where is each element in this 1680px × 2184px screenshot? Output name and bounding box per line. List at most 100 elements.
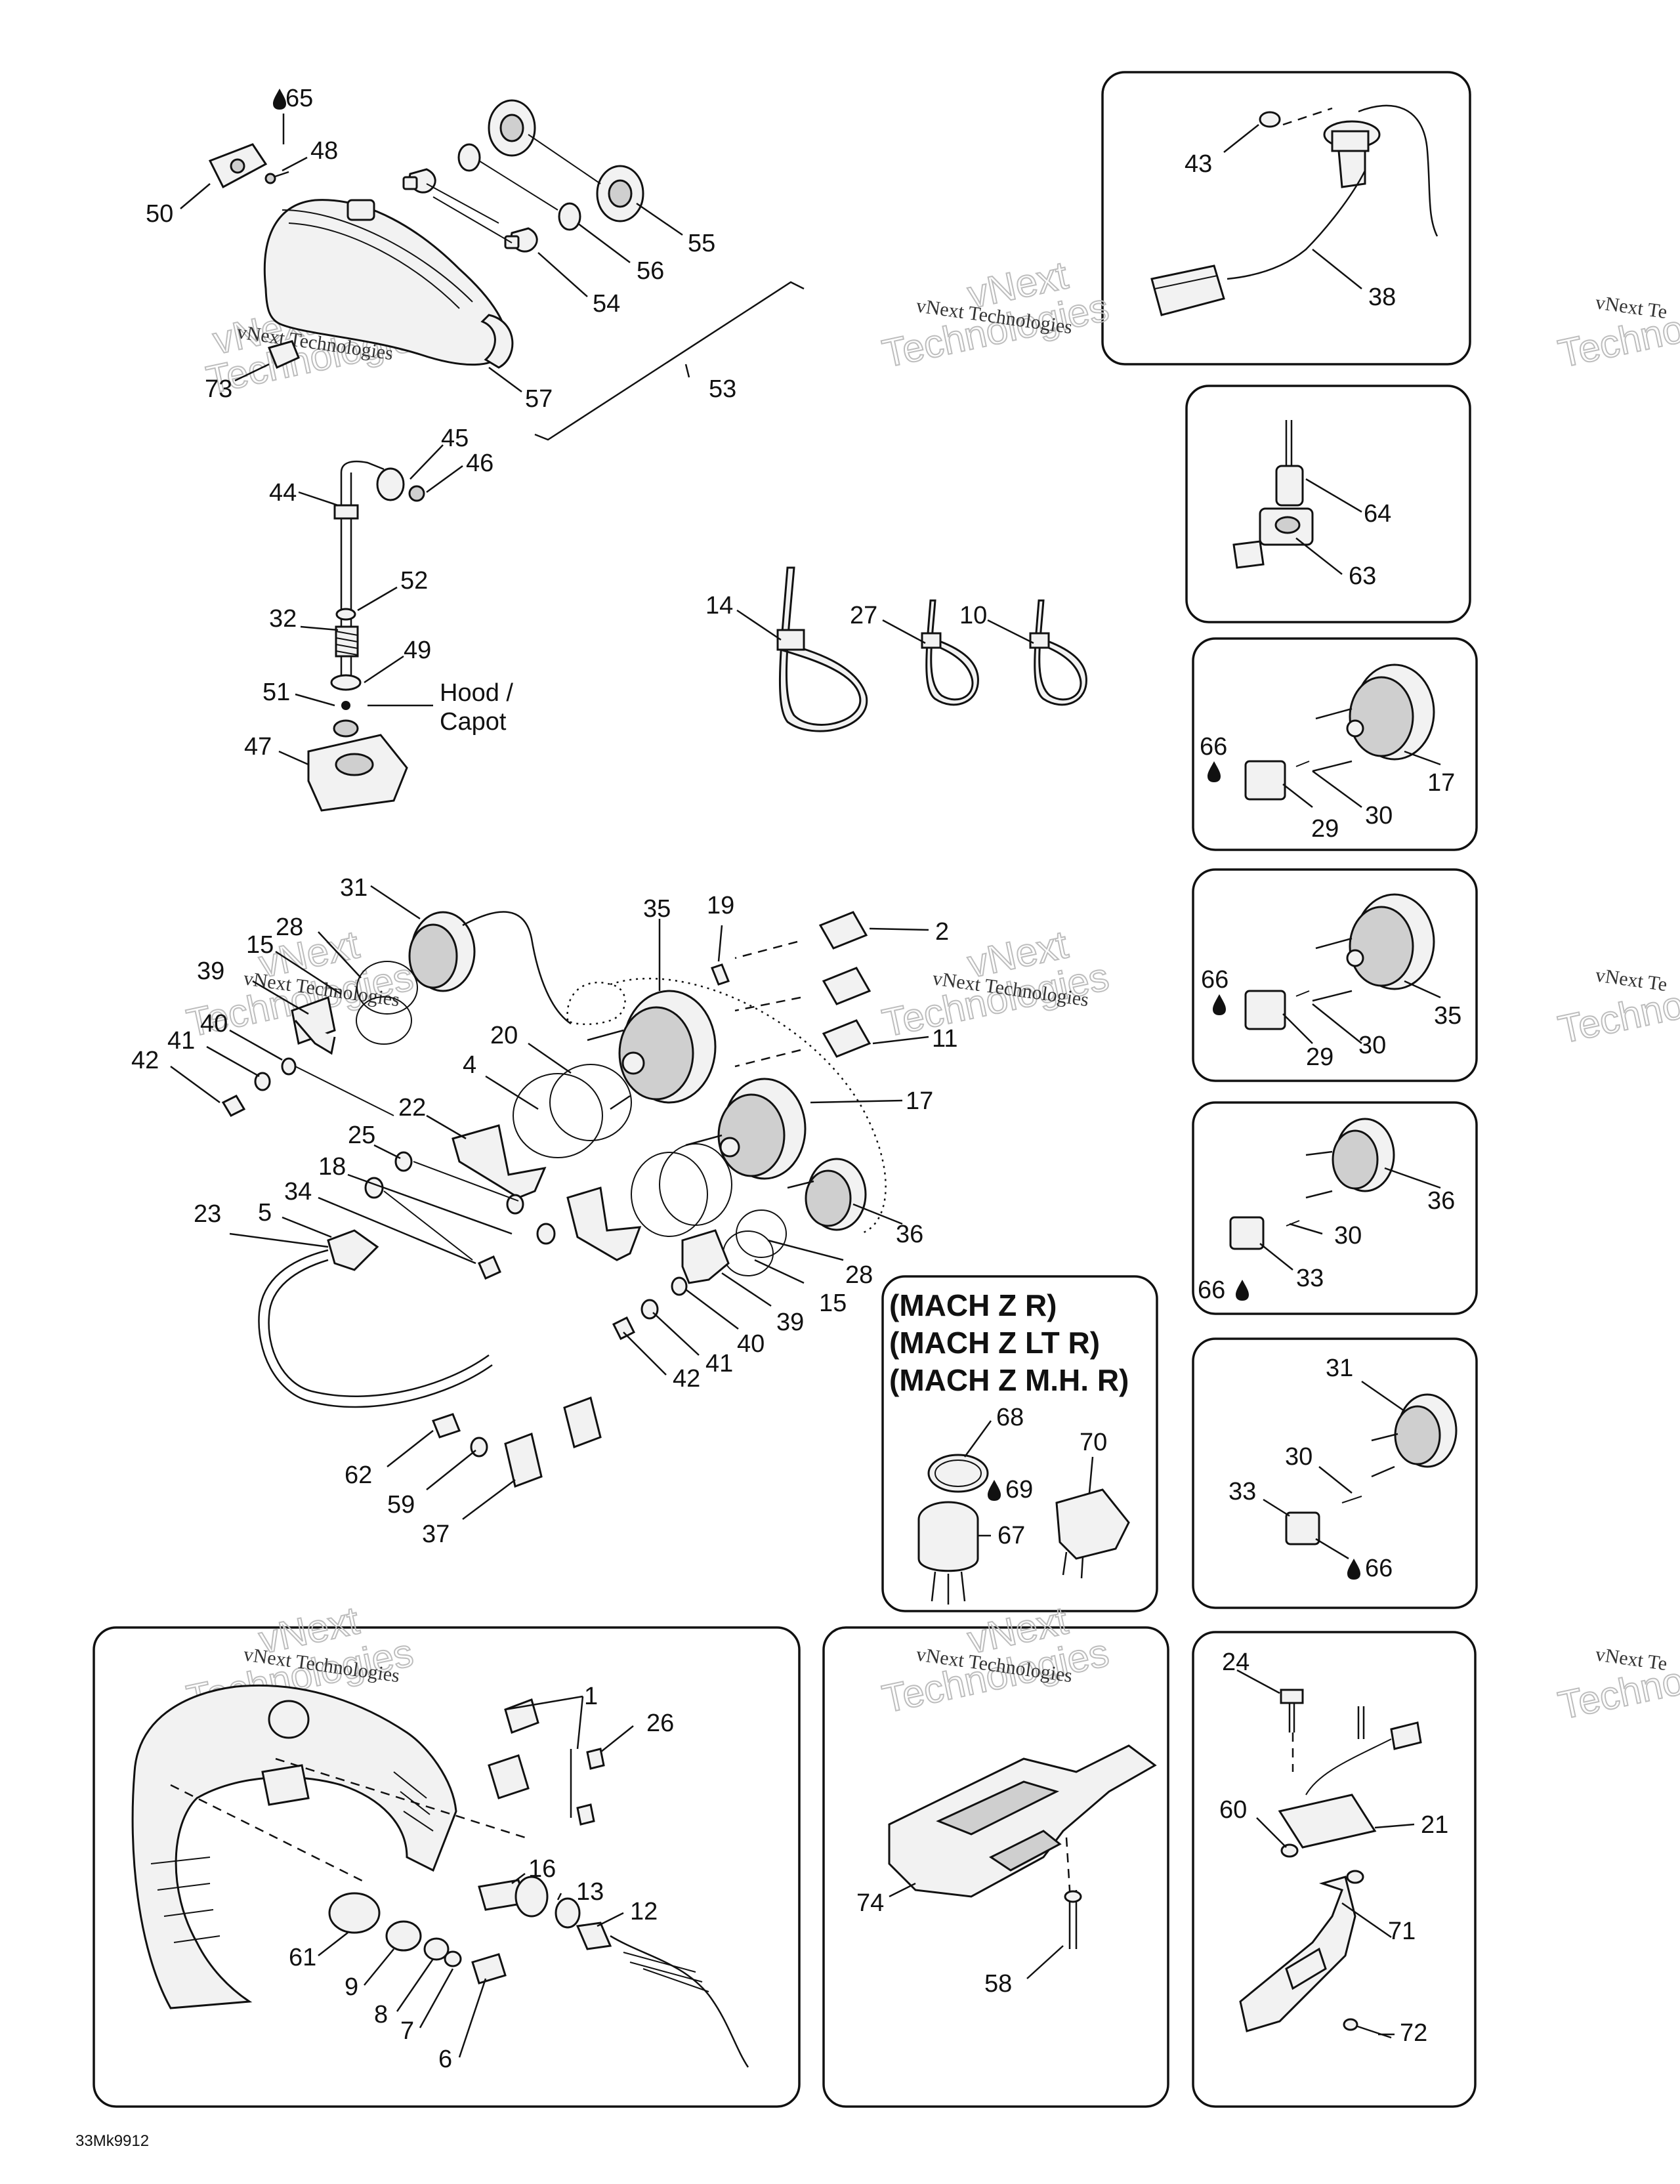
callout-46: 46 xyxy=(466,450,494,477)
ignition-assembly xyxy=(131,1684,749,2068)
callout-11: 11 xyxy=(932,1025,957,1053)
cable-tie-10 xyxy=(1032,599,1087,706)
callout-45: 45 xyxy=(441,425,469,452)
panel-ignition xyxy=(93,1626,801,2108)
panel-gauge-17 xyxy=(1192,637,1478,851)
callout-29b: 29 xyxy=(1306,1043,1334,1071)
callout-35b: 35 xyxy=(1434,1002,1461,1030)
callout-17-cluster: 17 xyxy=(906,1087,933,1115)
callout-50: 50 xyxy=(146,200,173,228)
headlight-assembly xyxy=(208,99,805,441)
watermark-big: Techno xyxy=(1555,982,1680,1052)
panel-regulator xyxy=(1192,1631,1477,2108)
callout-62: 62 xyxy=(345,1461,372,1489)
headlight-lens-edge xyxy=(282,209,473,303)
callout-59: 59 xyxy=(387,1491,415,1519)
callout-56: 56 xyxy=(637,257,664,285)
callout-2: 2 xyxy=(935,918,949,946)
watermark-big: Techno xyxy=(1555,306,1680,376)
callout-labels: 65 48 50 55 56 54 73 57 53 43 38 45 46 4… xyxy=(75,85,1461,2150)
callout-40b: 40 xyxy=(737,1330,765,1358)
callout-30c: 30 xyxy=(1334,1222,1362,1250)
panel-gauge-35 xyxy=(1192,868,1478,1082)
callout-38: 38 xyxy=(1368,284,1396,311)
callout-17: 17 xyxy=(1427,769,1455,797)
drop-icon xyxy=(1236,1280,1249,1301)
callout-25: 25 xyxy=(348,1122,375,1149)
sensor-assembly xyxy=(1232,420,1314,569)
callout-39: 39 xyxy=(197,957,224,985)
callout-20: 20 xyxy=(490,1022,518,1049)
callout-41: 41 xyxy=(167,1027,195,1055)
callout-63: 63 xyxy=(1349,562,1376,590)
callout-1: 1 xyxy=(584,1683,598,1710)
callout-28b: 28 xyxy=(845,1261,873,1289)
callout-29: 29 xyxy=(1311,815,1339,843)
callout-57: 57 xyxy=(525,385,553,413)
callout-13: 13 xyxy=(576,1878,604,1906)
callout-66b: 66 xyxy=(1201,966,1228,994)
drop-icon xyxy=(988,1480,1001,1501)
callout-28: 28 xyxy=(276,914,303,941)
callout-67: 67 xyxy=(998,1522,1025,1549)
regulator-assembly xyxy=(1239,1689,1422,2039)
callout-36b: 36 xyxy=(1427,1187,1455,1215)
callout-71: 71 xyxy=(1388,1918,1416,1945)
callout-10: 10 xyxy=(959,602,987,629)
drawing-code: 33Mk9912 xyxy=(75,2132,149,2150)
panel-sensor xyxy=(1185,385,1471,623)
callout-30d: 30 xyxy=(1285,1443,1312,1471)
callout-4: 4 xyxy=(463,1051,476,1079)
callout-44: 44 xyxy=(269,479,297,507)
callout-60: 60 xyxy=(1219,1796,1247,1824)
gauge-bracket-22 xyxy=(452,1124,547,1199)
callout-43: 43 xyxy=(1185,150,1212,178)
fuel-float xyxy=(1150,264,1225,316)
gauge-31-detail xyxy=(1285,1393,1458,1545)
panel-gauge-36 xyxy=(1192,1101,1478,1315)
callout-bracket-53 xyxy=(534,281,805,441)
callout-31: 31 xyxy=(340,874,368,902)
callout-35: 35 xyxy=(643,895,671,923)
fuel-sender-assembly xyxy=(1150,104,1438,316)
callout-5: 5 xyxy=(258,1199,272,1227)
gauge-35-detail xyxy=(1244,893,1435,1030)
watermark-big: Techno xyxy=(1555,1658,1680,1728)
callout-33b: 33 xyxy=(1228,1478,1256,1505)
callout-40: 40 xyxy=(200,1010,228,1038)
callout-68: 68 xyxy=(996,1404,1024,1431)
mounting-plate xyxy=(888,1744,1157,1949)
callout-66: 66 xyxy=(1200,733,1227,761)
callout-26: 26 xyxy=(646,1710,674,1737)
callout-66c: 66 xyxy=(1198,1276,1225,1304)
callout-39b: 39 xyxy=(776,1309,804,1336)
callout-24: 24 xyxy=(1222,1648,1250,1676)
callout-9: 9 xyxy=(345,1973,358,2001)
model-label-3: (MACH Z M.H. R) xyxy=(889,1363,1129,1397)
callout-30b: 30 xyxy=(1358,1032,1386,1059)
callout-6: 6 xyxy=(438,2046,452,2073)
drop-icon xyxy=(1213,994,1226,1015)
callout-32: 32 xyxy=(269,605,297,633)
callout-48: 48 xyxy=(310,137,338,165)
callout-12: 12 xyxy=(630,1898,658,1925)
callout-69: 69 xyxy=(1005,1476,1033,1503)
panel-fuel-sender xyxy=(1101,71,1471,366)
callout-30: 30 xyxy=(1365,802,1393,830)
drop-icon xyxy=(1208,761,1221,782)
gauge-36-detail xyxy=(1229,1118,1395,1250)
model-label-1: (MACH Z R) xyxy=(889,1288,1057,1322)
callout-53: 53 xyxy=(709,375,736,403)
model-label-2: (MACH Z LT R) xyxy=(889,1326,1100,1360)
callout-8: 8 xyxy=(374,2001,388,2028)
callout-37: 37 xyxy=(422,1521,450,1548)
headlight-trim xyxy=(480,314,514,369)
cable-ties xyxy=(776,566,1087,732)
callout-54: 54 xyxy=(593,290,620,318)
callout-58: 58 xyxy=(984,1970,1012,1998)
callout-51: 51 xyxy=(262,679,290,706)
callout-19: 19 xyxy=(707,892,734,919)
callout-21: 21 xyxy=(1421,1811,1448,1839)
mach-z-parts xyxy=(917,1454,1130,1605)
